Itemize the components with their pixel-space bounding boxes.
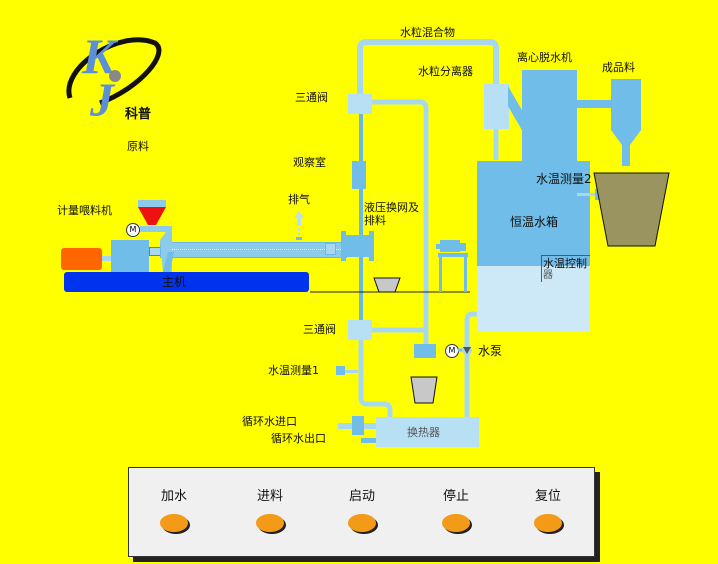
temp-sensor-1-stem — [343, 370, 358, 373]
drive-motor — [61, 248, 102, 270]
control-label: 加水 — [160, 489, 187, 504]
three-way-valve-top[interactable] — [348, 94, 372, 114]
dryer-outlet-pipe — [577, 100, 612, 108]
temp-controller[interactable]: 水温控制 器 — [541, 255, 590, 282]
label-temp-controller-l1: 水温控制 — [543, 257, 587, 270]
heat-exchanger — [376, 417, 479, 447]
label-screen-changer-l2: 排料 — [364, 214, 386, 227]
start-button[interactable] — [348, 514, 376, 532]
label-raw-material: 原料 — [127, 140, 149, 153]
screen-changer-port — [325, 243, 336, 255]
label-circ-water-in: 循环水进口 — [242, 415, 297, 428]
label-water-pellet-mix: 水粒混合物 — [400, 26, 455, 39]
screen-changer-flange-left — [341, 231, 346, 261]
motor-coupling — [102, 256, 111, 261]
label-three-way-valve-bottom: 三通阀 — [303, 323, 336, 336]
control-start: 启动 — [332, 468, 392, 532]
control-label: 进料 — [256, 489, 283, 504]
control-panel: 加水 进料 启动 停止 复位 — [128, 467, 595, 557]
label-centrifugal-dryer: 离心脱水机 — [517, 51, 572, 64]
label-heat-exchanger: 换热器 — [407, 426, 440, 439]
centrifugal-dryer — [522, 70, 577, 165]
circ-water-in-valve[interactable] — [352, 416, 364, 435]
label-circ-water-out: 循环水出口 — [271, 432, 326, 445]
svg-text:J: J — [89, 74, 116, 127]
constant-temp-tank-water — [477, 266, 590, 332]
screw-line — [163, 249, 343, 250]
label-feeder: 计量喂料机 — [57, 204, 112, 217]
logo-graphic: K J — [66, 28, 162, 127]
label-separator: 水粒分离器 — [418, 65, 473, 78]
main-machine-base — [64, 272, 309, 292]
logo-brand: 科普 — [125, 107, 152, 122]
label-temp-measure-1: 水温测量1 — [268, 364, 319, 377]
label-three-way-valve-top: 三通阀 — [295, 91, 328, 104]
control-reset: 复位 — [518, 468, 578, 532]
label-screen-changer-l1: 液压换网及 — [364, 201, 419, 214]
control-stop: 停止 — [426, 468, 486, 532]
hydraulic-screen-changer — [341, 235, 369, 257]
label-temp-controller-l2: 器 — [543, 270, 553, 281]
control-feed: 进料 — [240, 468, 300, 532]
observation-chamber — [352, 161, 366, 189]
add-water-button[interactable] — [160, 514, 188, 532]
feeder-motor-icon: M — [126, 223, 140, 237]
water-pellet-separator — [484, 84, 509, 129]
control-label: 启动 — [348, 489, 375, 504]
screen-changer-flange-right — [369, 231, 374, 261]
control-label: 复位 — [534, 489, 561, 504]
temp-sensor-1 — [336, 366, 345, 375]
label-constant-temp-tank: 恒温水箱 — [510, 215, 559, 229]
label-product: 成品料 — [602, 61, 635, 74]
pellet-chute — [414, 344, 436, 358]
label-main-machine: 主机 — [162, 275, 187, 289]
constant-temp-tank — [477, 161, 590, 266]
stop-button[interactable] — [442, 514, 470, 532]
three-way-valve-bottom[interactable] — [348, 320, 372, 340]
control-add-water: 加水 — [144, 468, 204, 532]
logo: K J 科普 — [60, 18, 170, 128]
label-pump: 水泵 — [478, 344, 503, 358]
label-observation-chamber: 观察室 — [293, 156, 326, 169]
control-label: 停止 — [442, 489, 469, 504]
reset-button[interactable] — [534, 514, 562, 532]
label-vent: 排气 — [288, 193, 310, 206]
circ-water-out-pipe — [361, 438, 376, 443]
feed-button[interactable] — [256, 514, 284, 532]
label-temp-measure-2: 水温测量2 — [536, 172, 592, 186]
gearbox — [111, 240, 149, 272]
temp-sensor-2-stem — [577, 193, 597, 196]
